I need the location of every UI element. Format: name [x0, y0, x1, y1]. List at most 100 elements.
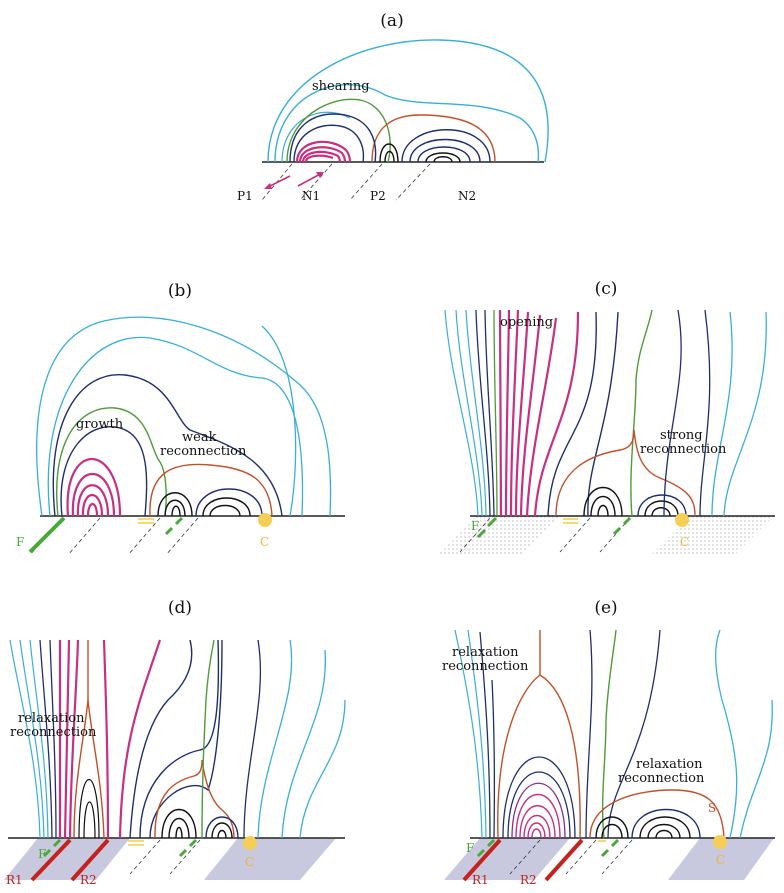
inner-field-line	[699, 309, 711, 517]
polarity-inversion-line	[299, 163, 333, 201]
sheared-field-line	[71, 473, 116, 517]
panel-d-label: (d)	[168, 598, 192, 618]
inner-field-line	[139, 639, 220, 839]
open-field-line	[493, 309, 498, 517]
separatrix-red	[371, 114, 496, 163]
outer-field-line	[257, 639, 293, 839]
label-N2: N2	[458, 189, 476, 203]
footpoint-C-spot	[675, 513, 689, 527]
flare-ribbon-R1	[462, 838, 502, 882]
shear-arrow-right-icon	[297, 172, 323, 187]
core-field-line	[161, 809, 197, 839]
green-ribbon-dash	[52, 838, 62, 848]
core-field-line	[164, 499, 186, 517]
inner-field-line	[195, 488, 263, 517]
inner-field-line	[129, 639, 193, 839]
separatrix-green	[56, 407, 167, 517]
flare-loop	[507, 771, 571, 839]
annotation-weak: weak	[182, 430, 217, 445]
flare-loop	[511, 782, 566, 839]
sheared-field-line	[76, 484, 110, 517]
opening-field-line	[509, 309, 520, 517]
polarity-inversion-line	[127, 517, 161, 556]
open-field-line	[9, 639, 41, 839]
opening-field-line	[63, 639, 71, 839]
polarity-inversion-line	[129, 839, 161, 875]
polarity-inversion-line	[565, 839, 597, 875]
annotation-relaxation-2: relaxation	[636, 757, 703, 772]
flare-loop	[527, 822, 546, 839]
panel-c-label: (c)	[595, 279, 618, 299]
green-ribbon-dash	[612, 526, 622, 536]
core-field-line	[583, 487, 623, 517]
label-R2: R2	[80, 873, 97, 887]
opening-field-line	[519, 314, 542, 517]
footpoint-C-spot	[258, 513, 272, 527]
annotation-strong: strong	[660, 428, 703, 443]
core-field-line	[597, 504, 609, 517]
sheared-field-line	[81, 494, 104, 517]
annotation-relaxation-1: relaxation	[452, 645, 519, 660]
green-ribbon-dash	[486, 838, 496, 848]
separatrix-red	[497, 630, 541, 839]
opening-field-line	[498, 309, 503, 517]
open-field-line	[29, 639, 49, 839]
flare-loop	[83, 801, 96, 839]
flare-ribbon-R2	[544, 838, 584, 882]
inner-field-line	[585, 629, 593, 839]
label-N1: N1	[302, 189, 320, 203]
inner-field-line	[663, 309, 682, 517]
open-field-line	[475, 309, 491, 517]
polarity-inversion-line	[559, 517, 591, 553]
annotation-reconnection-1: reconnection	[442, 659, 529, 674]
open-field-line	[454, 629, 483, 839]
separatrix-red	[149, 463, 273, 517]
open-field-line	[455, 309, 483, 517]
flare-ribbon-R2	[70, 838, 110, 882]
flare-loop	[519, 805, 556, 839]
inner-field-line	[205, 816, 239, 839]
core-field-line	[379, 143, 399, 163]
label-P2: P2	[370, 189, 386, 203]
flare-ribbon-R1	[30, 838, 72, 882]
label-C: C	[680, 535, 689, 549]
separatrix-green	[286, 98, 391, 163]
footpoint-C-spot	[713, 835, 727, 849]
label-R2: R2	[520, 873, 537, 887]
annotation-reconnection: reconnection	[160, 444, 247, 459]
core-field-line	[639, 816, 691, 839]
arrowhead-icon	[316, 172, 324, 178]
panel-e-label: (e)	[594, 598, 617, 618]
core-field-line	[384, 150, 395, 163]
inner-field-line	[293, 124, 365, 163]
inner-field-line	[417, 146, 471, 163]
separatrix-red	[87, 699, 105, 839]
panel-a-label: (a)	[380, 11, 403, 31]
inner-field-line	[289, 113, 377, 163]
core-field-line	[168, 818, 190, 839]
separatrix-red	[555, 429, 696, 517]
green-ribbon-dash	[600, 848, 610, 858]
core-field-line	[590, 496, 616, 517]
dotted-plate-right	[650, 516, 774, 556]
polarity-inversion-line	[395, 163, 431, 201]
open-field-line	[467, 629, 487, 839]
outer-field-line	[723, 311, 767, 517]
green-ribbon-dash	[610, 838, 620, 848]
outer-field-line	[711, 311, 733, 517]
polarity-inversion-line	[601, 839, 633, 875]
annotation-reconnection-2: reconnection	[618, 771, 705, 786]
flare-loop	[523, 814, 551, 839]
arrowhead-icon	[264, 183, 272, 189]
label-C: C	[260, 535, 269, 549]
flare-loop	[78, 778, 100, 839]
outer-field-line	[299, 699, 346, 839]
core-field-line	[644, 500, 679, 517]
panel-d: (d)	[4, 598, 346, 887]
label-R1: R1	[6, 873, 23, 887]
footpoint-C-spot	[243, 836, 257, 850]
green-ribbon-dash	[476, 848, 486, 858]
outer-field-line	[739, 699, 773, 839]
opening-field-line	[514, 311, 530, 517]
